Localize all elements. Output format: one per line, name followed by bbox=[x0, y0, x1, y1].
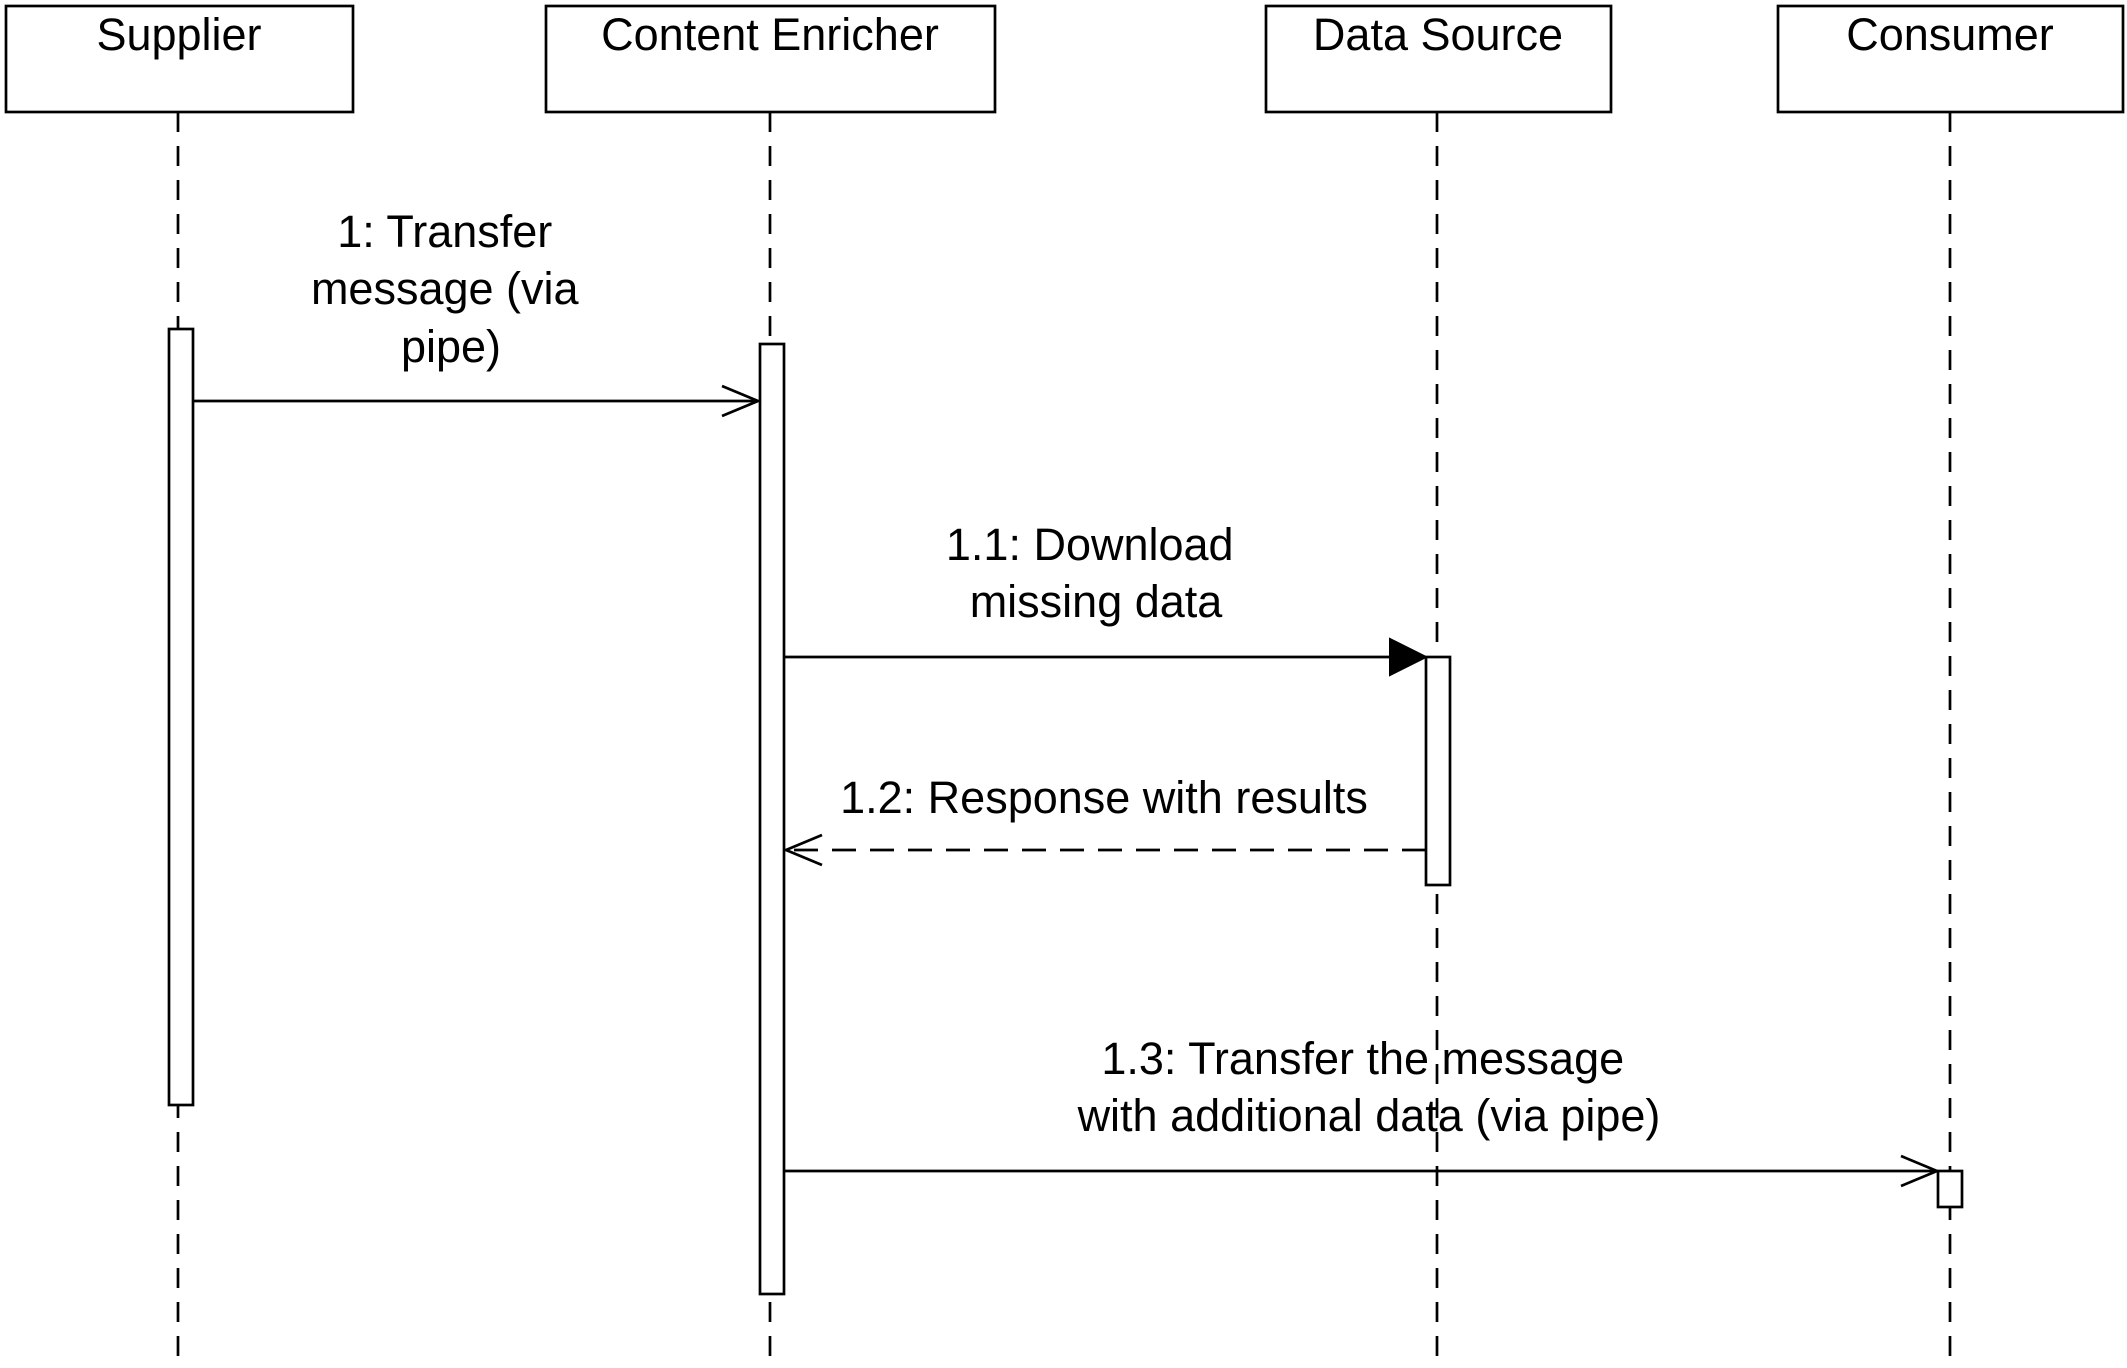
participant-supplier: Supplier bbox=[4, 4, 355, 114]
participant-label: Content Enricher bbox=[601, 9, 939, 60]
participant-data-source: Data Source bbox=[1264, 4, 1613, 114]
participant-content-enricher: Content Enricher bbox=[544, 4, 997, 114]
message-label: 1.3: Transfer the message with additiona… bbox=[1077, 1033, 1661, 1141]
filled-arrowhead-icon bbox=[1389, 637, 1429, 677]
activation-supplier bbox=[167, 327, 195, 1107]
message-label: 1: Transfer message (via pipe) bbox=[311, 206, 591, 372]
participant-label: Supplier bbox=[96, 9, 261, 60]
message-1: 1: Transfer message (via pipe) bbox=[193, 206, 762, 418]
participant-consumer: Consumer bbox=[1776, 4, 2125, 114]
message-1-3: 1.3: Transfer the message with additiona… bbox=[784, 1033, 1941, 1188]
message-label: 1.1: Download missing data bbox=[946, 519, 1246, 627]
message-1-1: 1.1: Download missing data bbox=[784, 519, 1429, 677]
message-1-2: 1.2: Response with results bbox=[782, 772, 1426, 867]
activation-data-source bbox=[1424, 655, 1452, 887]
activation-consumer bbox=[1936, 1169, 1964, 1209]
open-arrowhead-icon bbox=[721, 384, 762, 418]
message-label: 1.2: Response with results bbox=[840, 772, 1368, 823]
participant-label: Consumer bbox=[1846, 9, 2054, 60]
activation-content-enricher bbox=[758, 342, 786, 1296]
open-arrowhead-icon bbox=[1900, 1154, 1941, 1188]
participant-label: Data Source bbox=[1313, 9, 1563, 60]
open-arrowhead-icon bbox=[782, 833, 823, 867]
